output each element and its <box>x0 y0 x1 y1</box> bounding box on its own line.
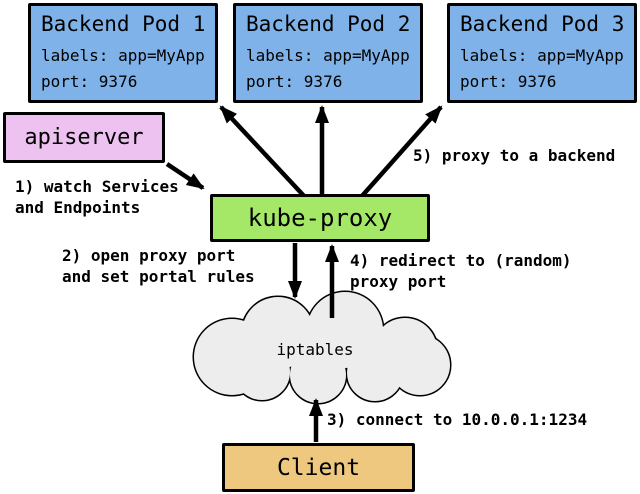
apiserver-label: apiserver <box>24 125 144 150</box>
step-4-line1: 4) redirect to (random) <box>350 251 572 270</box>
kube-proxy-label: kube-proxy <box>247 204 393 232</box>
client-label: Client <box>276 454 361 481</box>
client-box: Client <box>222 443 415 492</box>
iptables-label: iptables <box>276 340 354 359</box>
backend-pod-3-labels: labels: app=MyApp <box>460 46 624 65</box>
backend-pod-2-box: Backend Pod 2 labels: app=MyApp port: 93… <box>233 3 423 103</box>
arrow-kubeproxy-to-pod1 <box>219 105 306 198</box>
step-4-line2: proxy port <box>350 272 447 291</box>
backend-pod-3-port: port: 9376 <box>460 72 557 91</box>
step-3-label: 3) connect to 10.0.0.1:1234 <box>327 409 587 430</box>
step-2-label: 2) open proxy port and set portal rules <box>62 245 255 287</box>
iptables-cloud <box>192 290 452 405</box>
backend-pod-2-labels: labels: app=MyApp <box>246 46 410 65</box>
step-5-line1: 5) proxy to a backend <box>413 146 616 165</box>
step-2-line1: 2) open proxy port <box>62 246 236 265</box>
backend-pod-2-port: port: 9376 <box>246 72 343 91</box>
backend-pod-1-port: port: 9376 <box>41 72 138 91</box>
apiserver-box: apiserver <box>3 112 165 163</box>
backend-pod-1-box: Backend Pod 1 labels: app=MyApp port: 93… <box>28 3 218 103</box>
step-1-line1: 1) watch Services <box>15 177 179 196</box>
backend-pod-3-title: Backend Pod 3 <box>460 12 625 36</box>
step-2-line2: and set portal rules <box>62 267 255 286</box>
step-5-label: 5) proxy to a backend <box>413 145 615 166</box>
kube-proxy-box: kube-proxy <box>210 194 430 242</box>
arrow-apiserver-to-kubeproxy <box>165 162 205 190</box>
step-3-line1: 3) connect to 10.0.0.1:1234 <box>327 410 588 429</box>
step-1-label: 1) watch Services and Endpoints <box>15 176 179 218</box>
backend-pod-1-labels: labels: app=MyApp <box>41 46 205 65</box>
step-1-line2: and Endpoints <box>15 198 141 217</box>
step-4-label: 4) redirect to (random) proxy port <box>350 250 572 292</box>
backend-pod-2-title: Backend Pod 2 <box>246 12 411 36</box>
arrow-kubeproxy-to-pod3 <box>360 105 443 198</box>
backend-pod-1-title: Backend Pod 1 <box>41 12 206 36</box>
backend-pod-3-box: Backend Pod 3 labels: app=MyApp port: 93… <box>447 3 637 103</box>
